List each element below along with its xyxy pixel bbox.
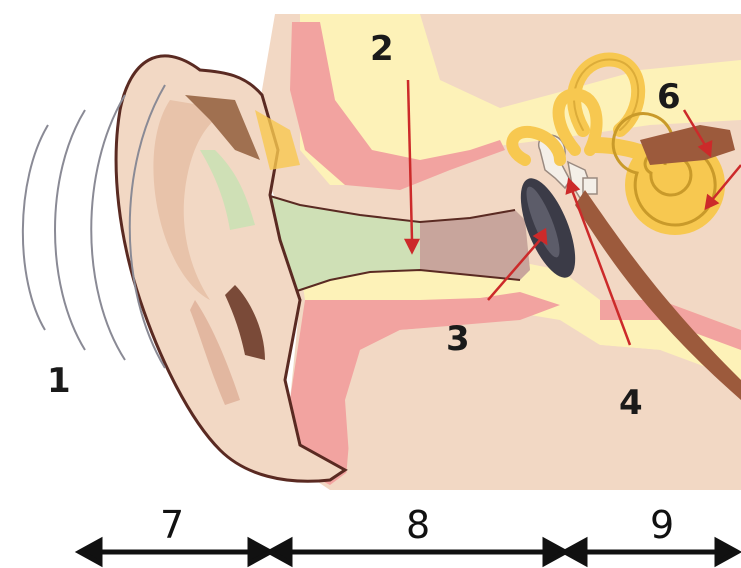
- label-2: 2: [370, 29, 394, 69]
- segment-label-9: 9: [650, 503, 674, 547]
- label-6: 6: [657, 77, 681, 117]
- segment-label-8: 8: [406, 503, 430, 547]
- segment-label-7: 7: [160, 503, 184, 547]
- label-3: 3: [446, 319, 470, 359]
- label-1: 1: [47, 361, 71, 401]
- label-4: 4: [619, 383, 643, 423]
